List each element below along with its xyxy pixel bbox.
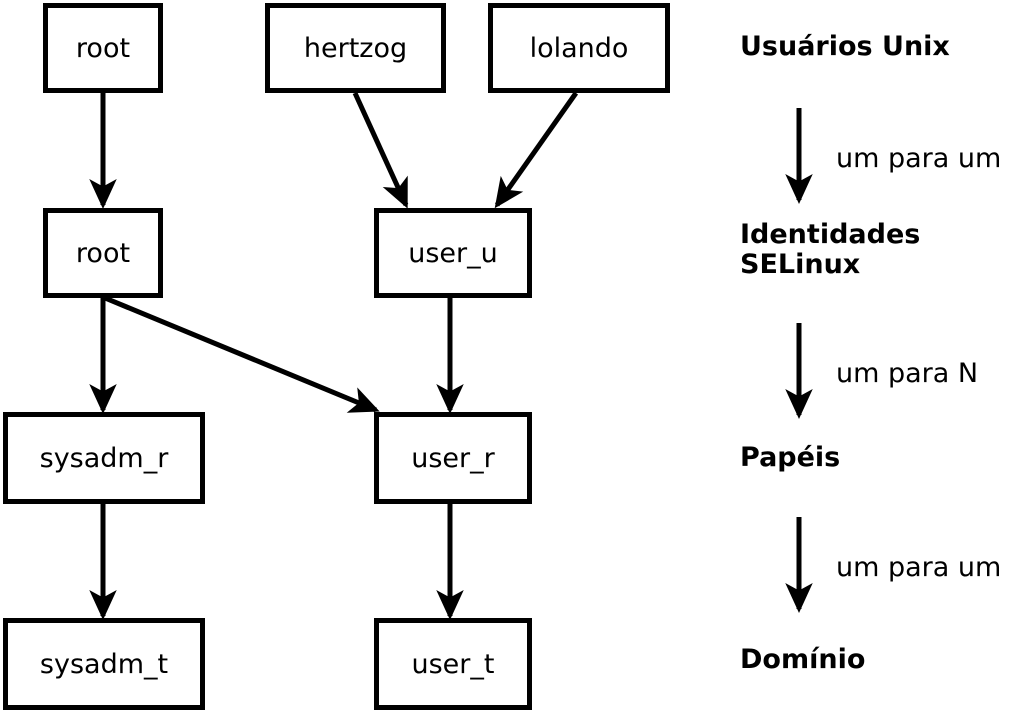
edge-e-sel-root-to-user-r <box>104 295 380 413</box>
node-label: sysadm_t <box>39 648 169 680</box>
node-unix_lolando[interactable]: lolando <box>488 3 670 93</box>
node-label: root <box>75 32 131 64</box>
node-role_user[interactable]: user_r <box>374 412 532 504</box>
node-sel_root[interactable]: root <box>43 208 163 298</box>
node-unix_hertzog[interactable]: hertzog <box>265 3 446 93</box>
term-unix-users: Usuários Unix <box>740 31 950 62</box>
term-domain: Domínio <box>740 644 866 675</box>
term-selinux-identities: Identidades SELinux <box>740 219 921 280</box>
legend-label-rel-one-to-one-domain: um para um <box>836 552 1002 583</box>
legend-label-rel-one-to-n-roles: um para N <box>836 358 979 389</box>
node-label: sysadm_r <box>39 442 169 474</box>
node-label: user_r <box>411 442 495 474</box>
node-dom_sysadm[interactable]: sysadm_t <box>3 618 205 710</box>
node-sel_user_u[interactable]: user_u <box>374 208 532 298</box>
node-unix_root[interactable]: root <box>43 3 163 93</box>
node-label: hertzog <box>303 32 408 64</box>
term-roles: Papéis <box>740 442 841 473</box>
edge-e-hertzog-to-user-u <box>352 91 409 209</box>
node-label: root <box>75 237 131 269</box>
edge-e-lolando-to-user-u <box>494 91 579 209</box>
node-label: user_u <box>408 237 498 269</box>
node-label: lolando <box>529 32 629 64</box>
legend-label-rel-one-to-one-identity: um para um <box>836 143 1002 174</box>
node-label: user_t <box>411 648 495 680</box>
node-dom_user[interactable]: user_t <box>374 618 532 710</box>
node-role_sysadm[interactable]: sysadm_r <box>3 412 205 504</box>
